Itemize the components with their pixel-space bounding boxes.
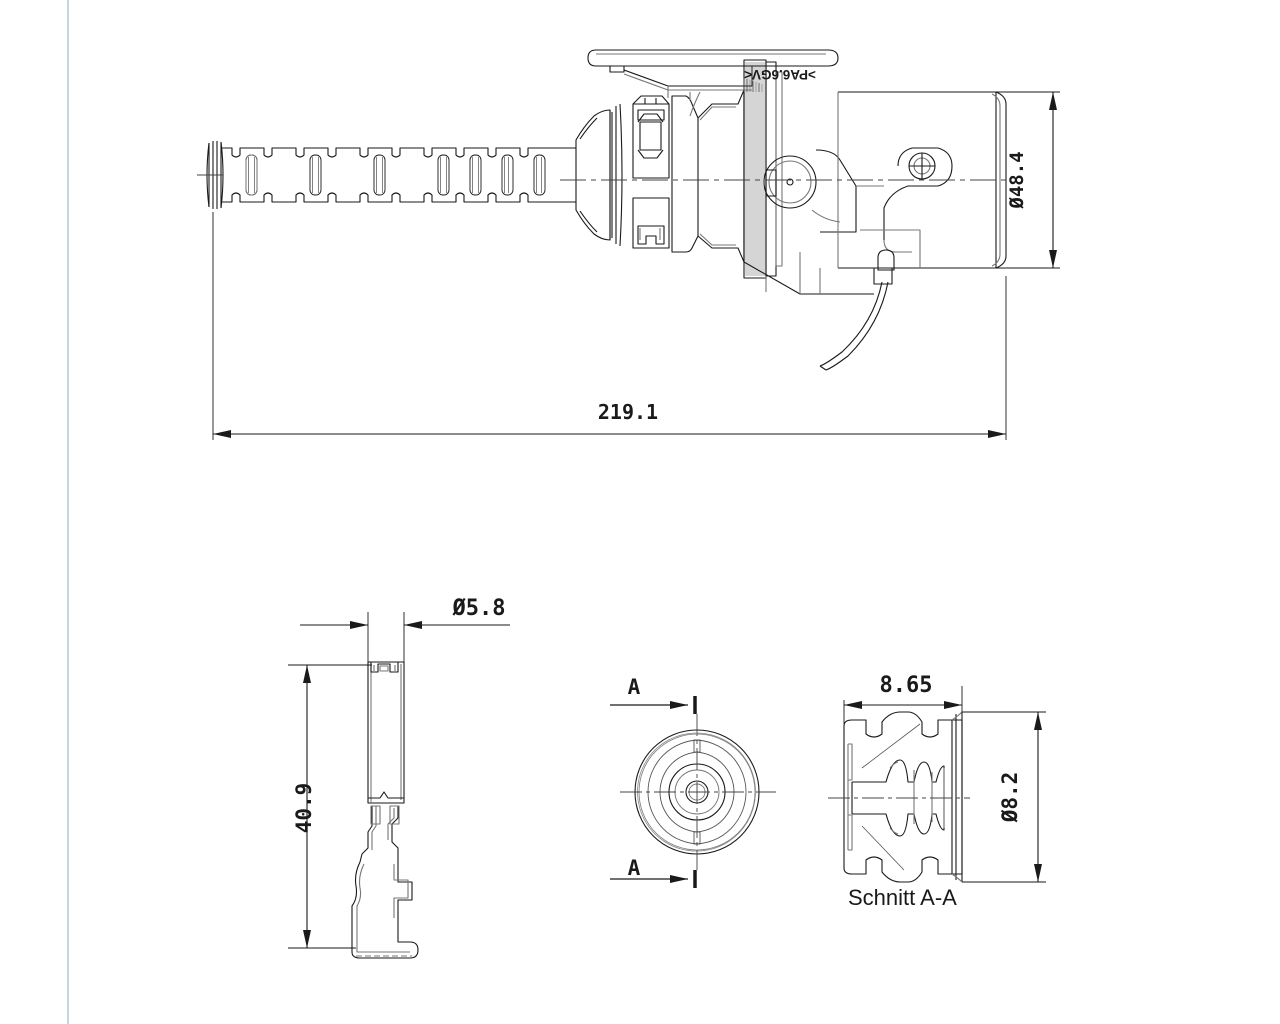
dimension-text-seal-length: 8.65 bbox=[880, 673, 933, 698]
pivot-boss bbox=[763, 147, 953, 253]
dimension-text-overall-length: 219.1 bbox=[598, 400, 658, 424]
contact-dimension-set bbox=[288, 612, 510, 949]
corrugated-seal-section bbox=[743, 59, 783, 279]
section-marker-label-bottom: A bbox=[628, 856, 641, 880]
funnel-entry bbox=[575, 103, 623, 247]
lever-handle-bar bbox=[587, 49, 839, 117]
material-marking-text: >PA6.6GV< bbox=[744, 67, 816, 82]
dimension-text-contact-width: Ø5.8 bbox=[452, 596, 506, 621]
seal-front-view bbox=[620, 714, 776, 870]
contact-profile-view bbox=[351, 661, 419, 959]
section-aa-view bbox=[828, 711, 970, 883]
release-lever-arm bbox=[819, 249, 895, 371]
section-marker-label-top: A bbox=[628, 675, 641, 699]
main-assembly-view bbox=[197, 49, 1010, 371]
main-dimension-set bbox=[212, 91, 1060, 440]
ribbed-strain-relief bbox=[206, 141, 576, 209]
section-dimension-set bbox=[843, 686, 1046, 883]
dimension-text-seal-diameter: Ø8.2 bbox=[998, 772, 1022, 824]
section-view-caption: Schnitt A-A bbox=[848, 885, 957, 910]
lower-shroud bbox=[743, 252, 874, 295]
dimension-text-contact-length: 40.9 bbox=[292, 783, 316, 834]
dimension-text-boot-diameter: Ø48.4 bbox=[1006, 151, 1028, 209]
secondary-lock-block bbox=[632, 95, 670, 249]
section-cut-markers bbox=[610, 696, 697, 888]
rear-boot-body bbox=[837, 91, 1007, 269]
center-axis-line bbox=[197, 174, 1010, 181]
